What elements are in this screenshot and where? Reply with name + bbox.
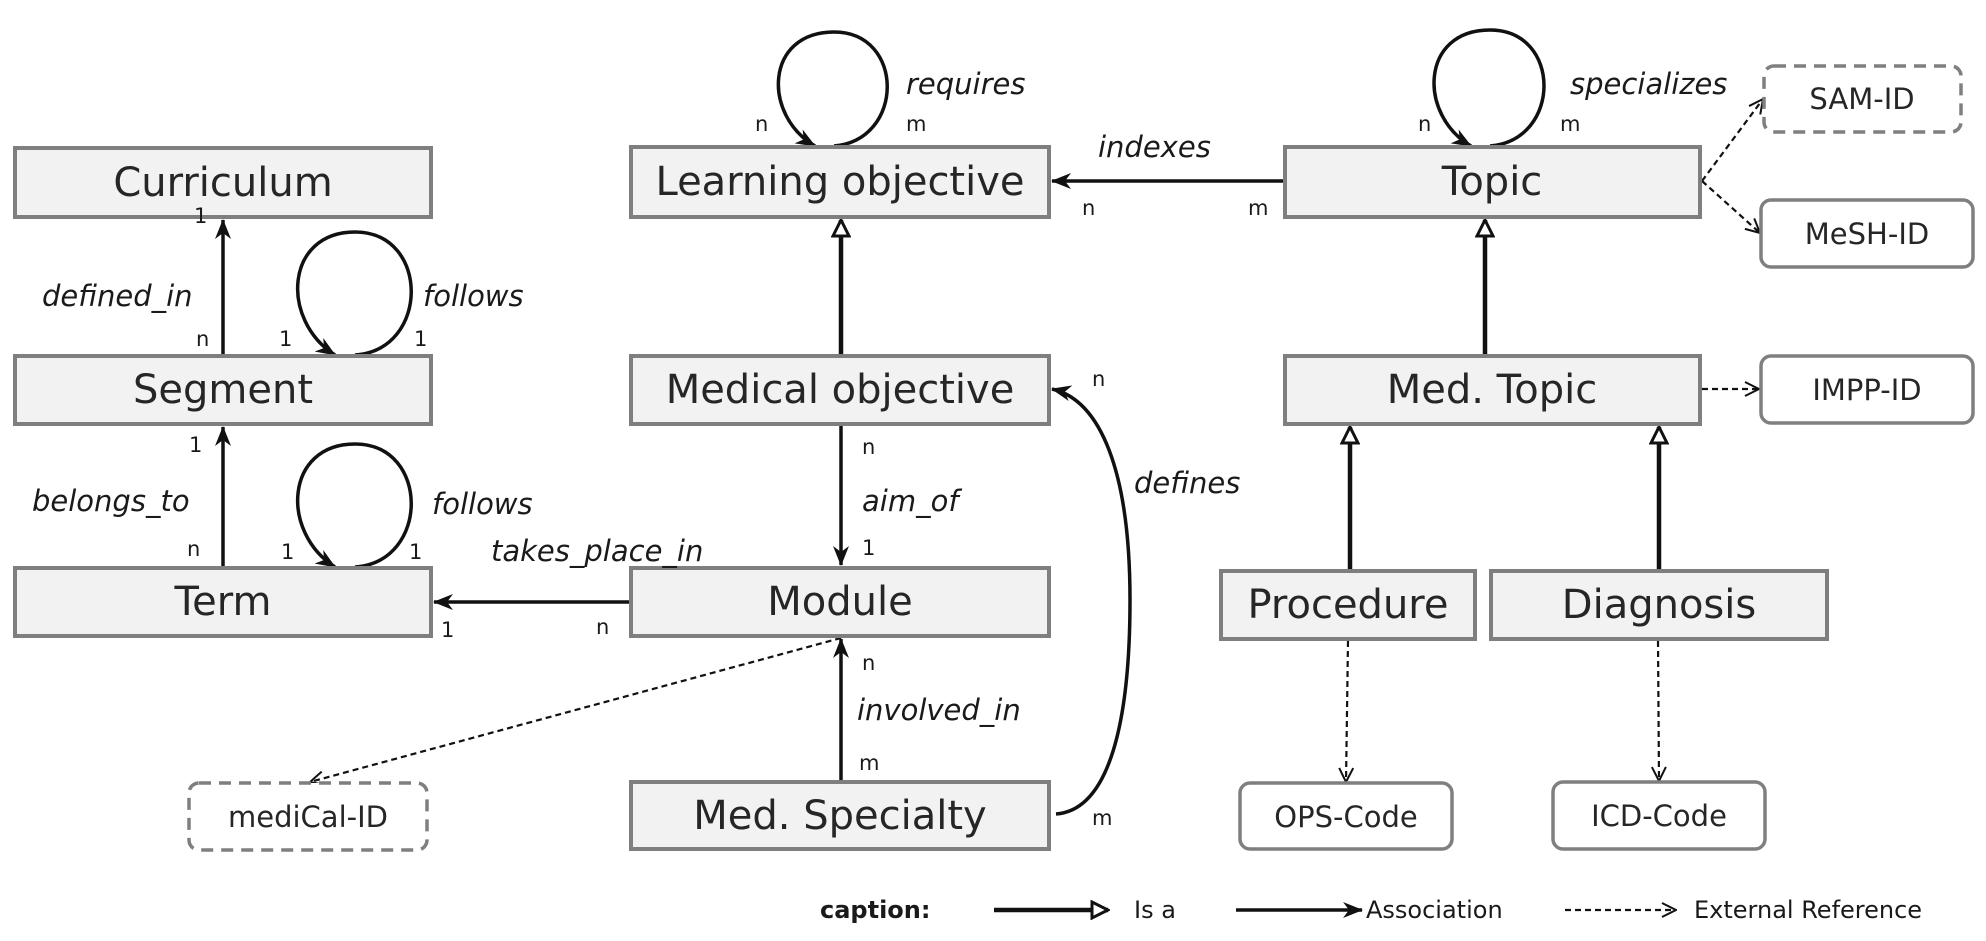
entity-curriculum[interactable]: Curriculum bbox=[13, 146, 433, 219]
card-involved-in-from: m bbox=[859, 751, 879, 775]
label-defines: defines bbox=[1134, 466, 1240, 500]
card-indexes-from: m bbox=[1248, 196, 1268, 220]
ext-ref-icd-code[interactable]: ICD-Code bbox=[1551, 780, 1767, 851]
entity-term-label: Term bbox=[174, 579, 272, 625]
ext-ref-ops-code-label: OPS-Code bbox=[1274, 800, 1417, 834]
ext-ref-ops-code[interactable]: OPS-Code bbox=[1238, 781, 1454, 851]
entity-learning-objective[interactable]: Learning objective bbox=[629, 145, 1051, 219]
card-specializes-from: m bbox=[1560, 112, 1580, 136]
entity-medical-objective[interactable]: Medical objective bbox=[629, 354, 1051, 426]
label-defined-in: defined_in bbox=[42, 279, 193, 313]
legend-association-label: Association bbox=[1366, 896, 1503, 924]
card-term-follows-to: 1 bbox=[409, 540, 422, 564]
legend-external-label: External Reference bbox=[1694, 896, 1922, 924]
card-belongs-to-to: 1 bbox=[189, 433, 202, 457]
card-takes-place-in-from: n bbox=[596, 615, 609, 639]
ext-edge-module-medical bbox=[310, 636, 842, 782]
entity-procedure[interactable]: Procedure bbox=[1219, 569, 1477, 641]
ext-edge-topic-mesh bbox=[1701, 180, 1760, 233]
entity-learning-objective-label: Learning objective bbox=[655, 159, 1024, 205]
edge-defines bbox=[1051, 385, 1132, 816]
card-belongs-to-from: n bbox=[187, 537, 200, 561]
ext-ref-mesh-id[interactable]: MeSH-ID bbox=[1759, 198, 1975, 269]
edge-requires bbox=[776, 30, 889, 148]
ext-edge-topic-sam bbox=[1701, 99, 1763, 182]
ext-edge-diagnosis-icd bbox=[1658, 640, 1659, 781]
card-defines-from: m bbox=[1092, 806, 1112, 830]
ext-ref-mesh-id-label: MeSH-ID bbox=[1805, 217, 1929, 251]
label-requires: requires bbox=[906, 67, 1025, 101]
ext-edge-procedure-ops bbox=[1346, 640, 1348, 782]
ext-ref-sam-id[interactable]: SAM-ID bbox=[1762, 64, 1963, 134]
entity-term[interactable]: Term bbox=[13, 566, 433, 638]
card-requires-to: n bbox=[755, 112, 768, 136]
entity-med-topic[interactable]: Med. Topic bbox=[1283, 354, 1702, 426]
label-involved-in: involved_in bbox=[857, 693, 1021, 727]
card-specializes-to: n bbox=[1418, 112, 1431, 136]
entity-med-specialty-label: Med. Specialty bbox=[693, 793, 986, 839]
entity-med-specialty[interactable]: Med. Specialty bbox=[629, 780, 1051, 851]
legend: caption: Is a Association External Refer… bbox=[820, 896, 1922, 924]
entity-segment[interactable]: Segment bbox=[13, 354, 433, 426]
ext-ref-icd-code-label: ICD-Code bbox=[1591, 799, 1727, 833]
entity-procedure-label: Procedure bbox=[1248, 582, 1449, 628]
ext-ref-impp-id-label: IMPP-ID bbox=[1812, 373, 1921, 407]
edge-specializes bbox=[1432, 28, 1546, 148]
card-term-follows-from: 1 bbox=[281, 540, 294, 564]
label-term-follows: follows bbox=[432, 487, 533, 521]
label-aim-of: aim_of bbox=[862, 484, 962, 518]
ext-ref-medical-id-label: mediCal-ID bbox=[228, 800, 388, 834]
card-defined-in-from: n bbox=[196, 327, 209, 351]
card-aim-of-from: n bbox=[862, 435, 875, 459]
card-requires-from: m bbox=[906, 112, 926, 136]
card-aim-of-to: 1 bbox=[862, 536, 875, 560]
ext-ref-sam-id-label: SAM-ID bbox=[1809, 82, 1914, 116]
legend-title: caption: bbox=[820, 896, 930, 924]
card-defined-in-to: 1 bbox=[194, 204, 207, 228]
edge-term-follows bbox=[295, 442, 413, 569]
label-belongs-to: belongs_to bbox=[32, 484, 190, 518]
ext-ref-impp-id[interactable]: IMPP-ID bbox=[1759, 354, 1975, 425]
entity-curriculum-label: Curriculum bbox=[113, 160, 332, 206]
card-defines-to: n bbox=[1092, 367, 1105, 391]
card-takes-place-in-to: 1 bbox=[441, 618, 454, 642]
entity-medical-objective-label: Medical objective bbox=[666, 367, 1015, 413]
entity-module-label: Module bbox=[767, 579, 912, 625]
entity-diagnosis-label: Diagnosis bbox=[1562, 582, 1756, 628]
entity-segment-label: Segment bbox=[133, 367, 313, 413]
card-indexes-to: n bbox=[1082, 196, 1095, 220]
label-takes-place-in: takes_place_in bbox=[491, 534, 703, 568]
label-indexes: indexes bbox=[1098, 130, 1211, 164]
entity-topic-label: Topic bbox=[1441, 159, 1543, 205]
ext-ref-medical-id[interactable]: mediCal-ID bbox=[187, 781, 429, 852]
entity-med-topic-label: Med. Topic bbox=[1387, 367, 1598, 413]
legend-isa-label: Is a bbox=[1134, 896, 1176, 924]
label-segment-follows: follows bbox=[423, 279, 524, 313]
label-specializes: specializes bbox=[1570, 67, 1727, 101]
entity-module[interactable]: Module bbox=[629, 566, 1051, 638]
card-segment-follows-to: 1 bbox=[414, 327, 427, 351]
entity-diagnosis[interactable]: Diagnosis bbox=[1489, 569, 1829, 641]
edge-segment-follows bbox=[295, 230, 413, 357]
card-segment-follows-from: 1 bbox=[279, 327, 292, 351]
card-involved-in-to: n bbox=[862, 651, 875, 675]
entity-topic[interactable]: Topic bbox=[1283, 145, 1702, 219]
